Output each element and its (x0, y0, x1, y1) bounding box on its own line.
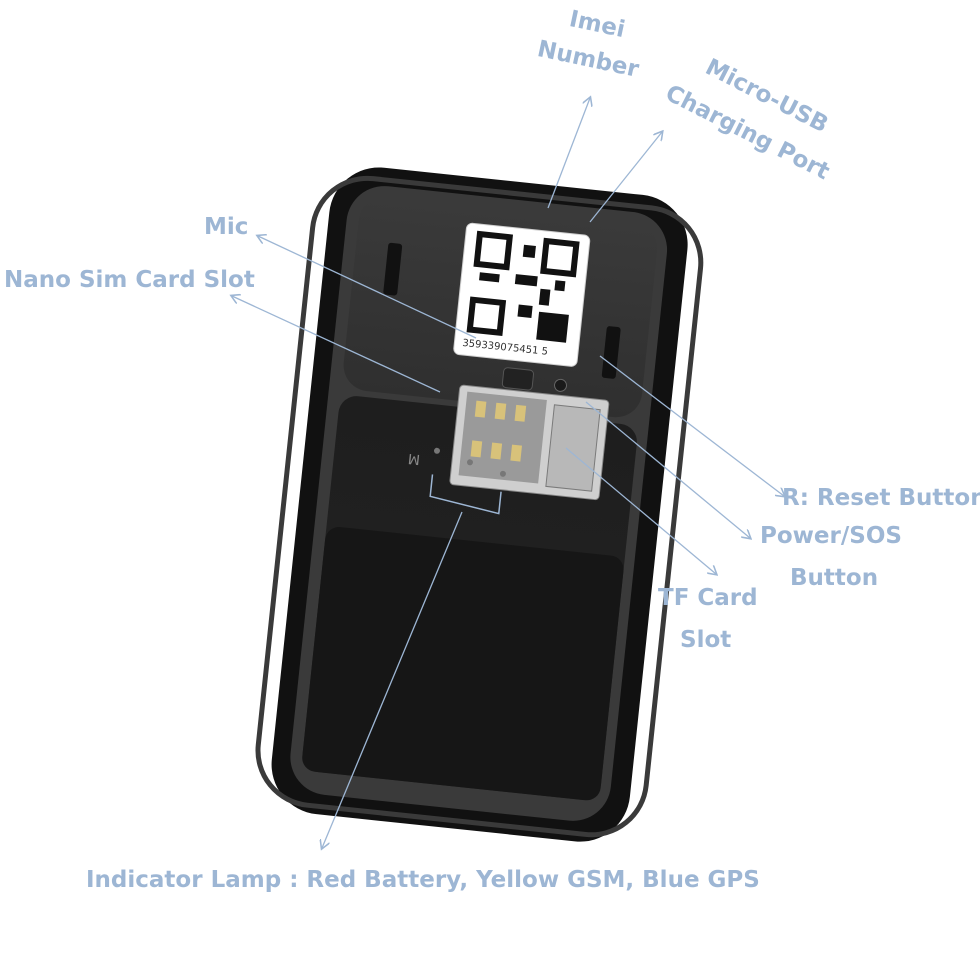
sim-label: Nano Sim Card Slot (4, 267, 255, 293)
gps-tracker-device: 359339075451 5 M (255, 167, 704, 842)
indicator-bracket (429, 474, 502, 515)
power-button (554, 378, 568, 392)
bottom-cover-shade (302, 527, 624, 801)
usb-leader (589, 132, 662, 223)
power-leader (585, 401, 750, 538)
led-letters: M (407, 450, 421, 467)
reset-label: R: Reset Button (782, 485, 980, 511)
indicator-leader (322, 511, 463, 848)
leader-lines (232, 98, 784, 848)
power-label-line1: Power/SOS (760, 523, 902, 549)
power-label-line2: Button (790, 565, 879, 591)
tf-leader (565, 447, 716, 574)
indicator-label: Indicator Lamp : Red Battery, Yellow GSM… (86, 867, 760, 893)
speaker-grill-right (601, 326, 621, 379)
speaker-grill-left (383, 242, 403, 296)
reset-button (501, 367, 535, 391)
tf-label-line2: Slot (680, 627, 732, 653)
sim-leader (232, 296, 441, 393)
imei-leader (547, 98, 590, 209)
device-rim (255, 175, 704, 838)
mic-label: Mic (204, 214, 249, 240)
tf-label-line1: TF Card (658, 585, 758, 611)
mic-leader (258, 236, 477, 339)
tf-slot (545, 404, 601, 492)
reset-leader (599, 355, 784, 496)
